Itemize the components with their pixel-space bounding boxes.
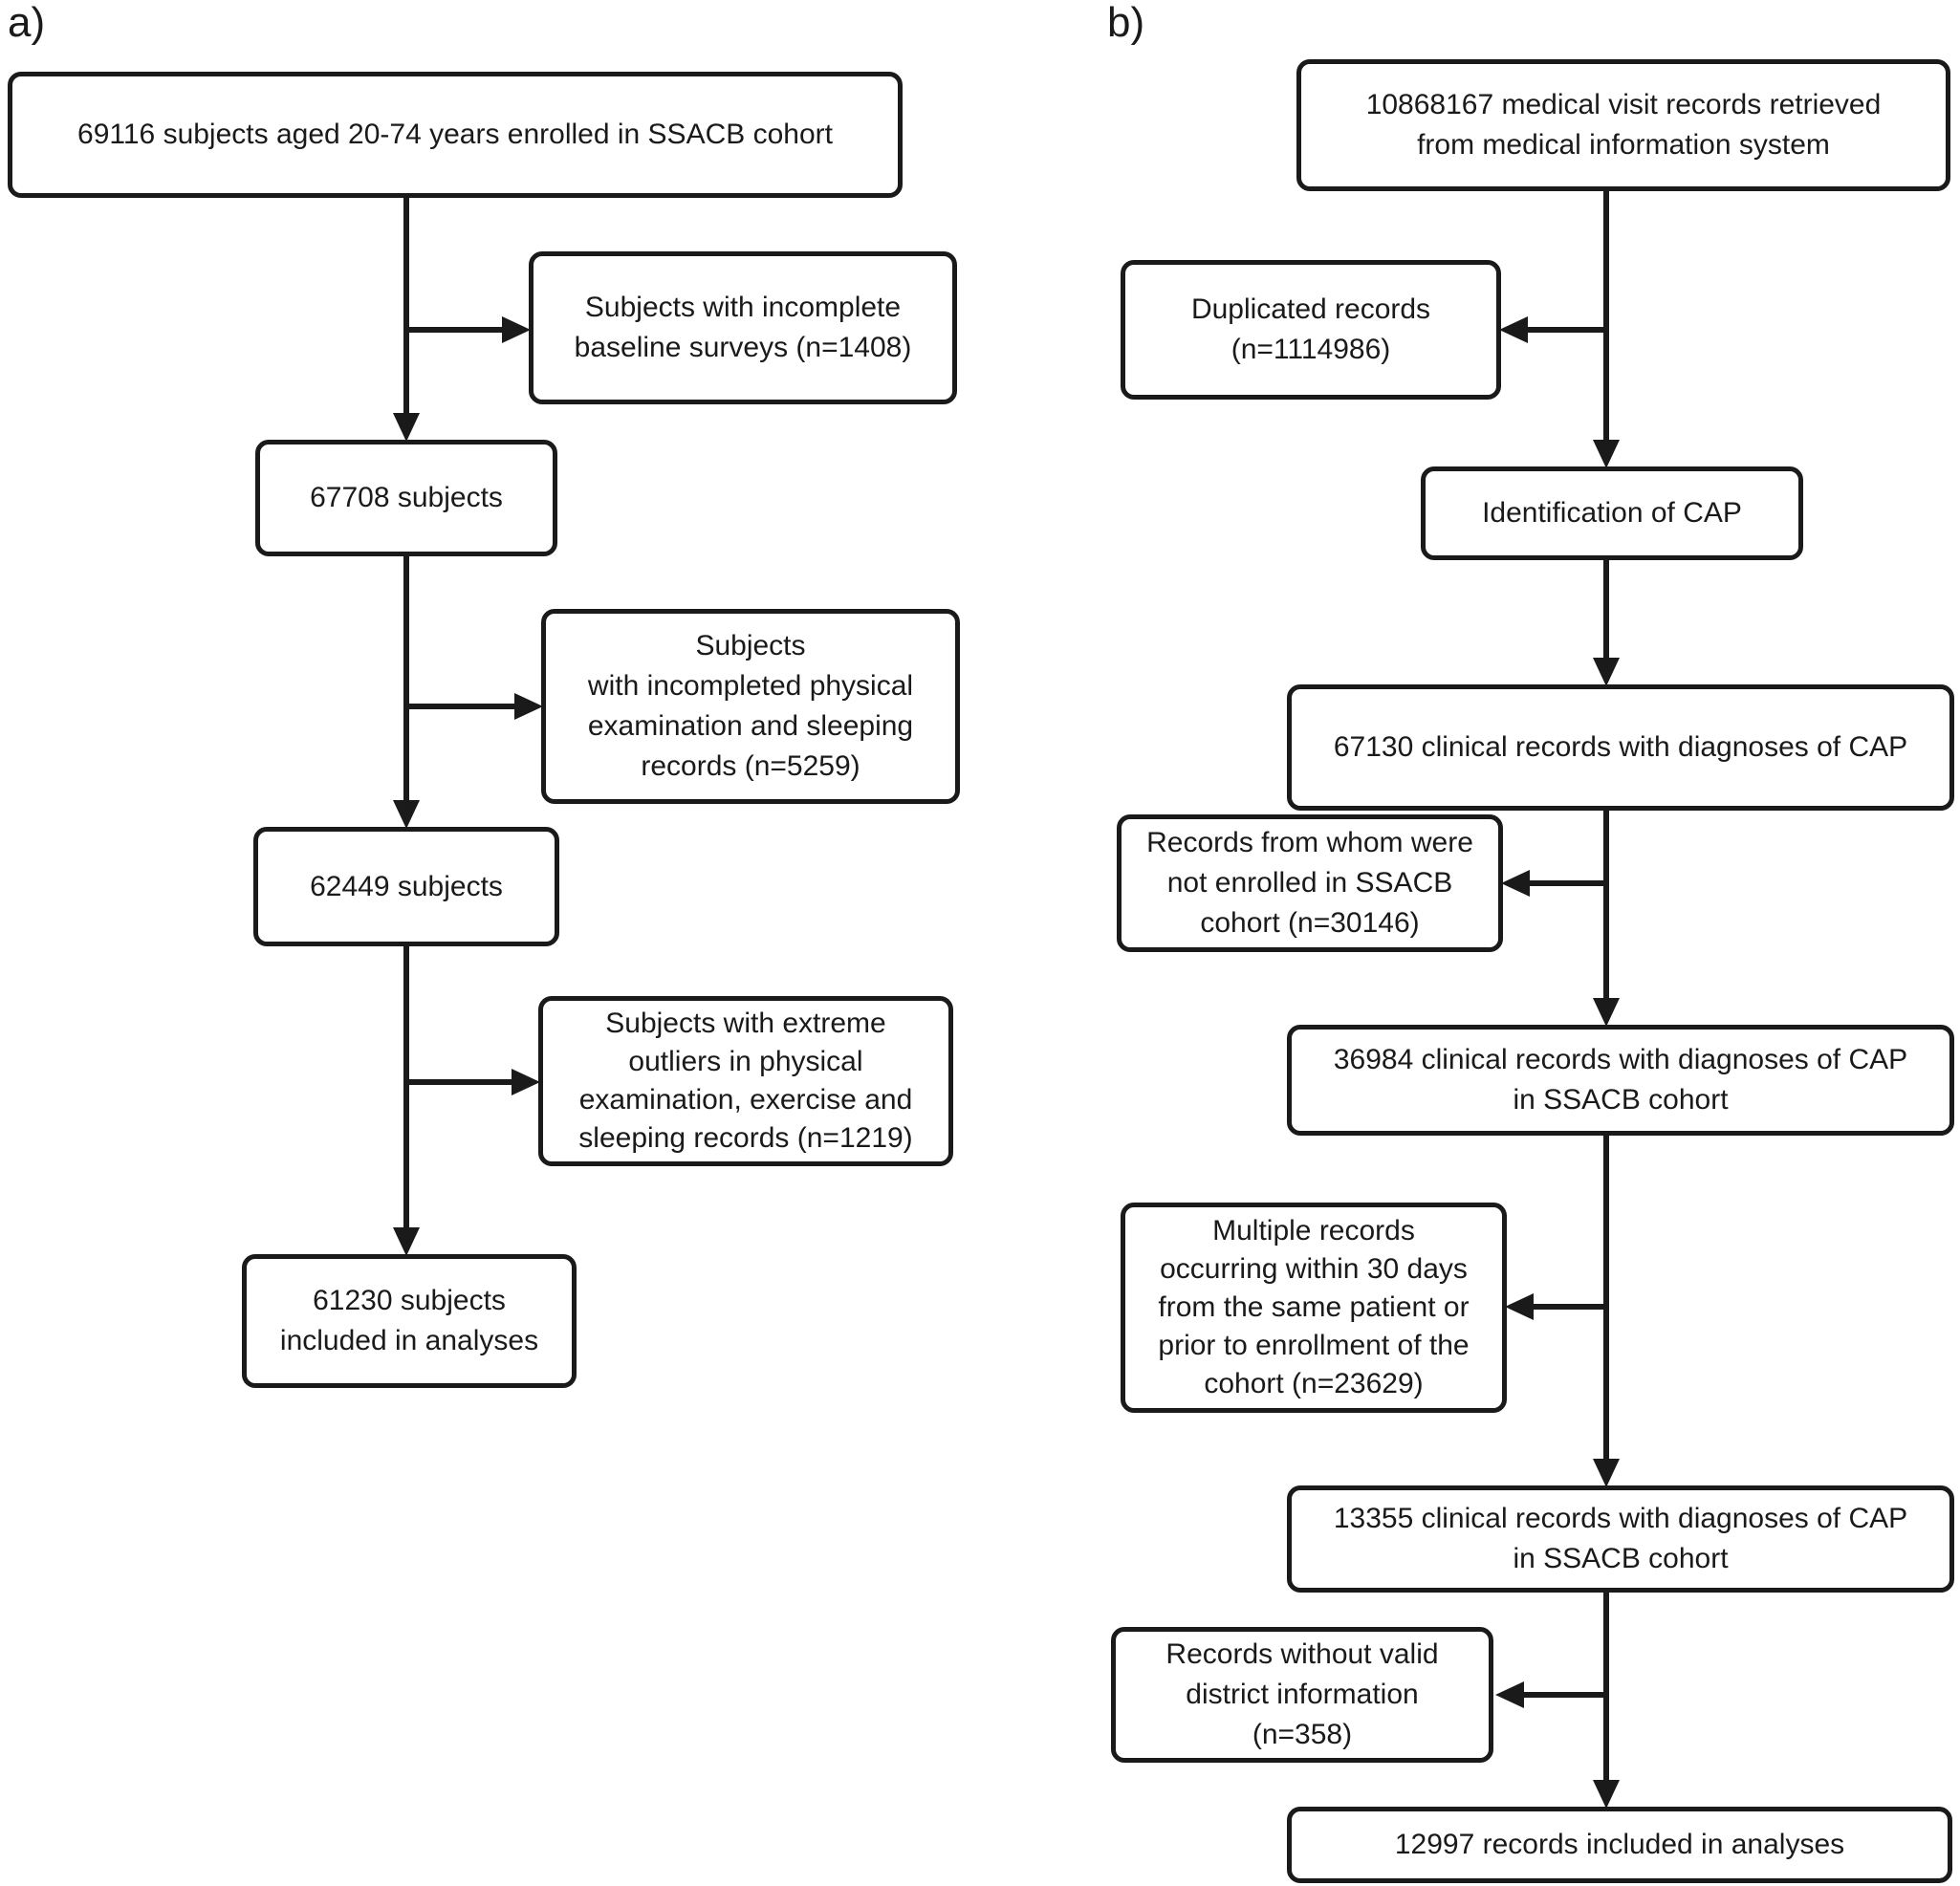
box-b-excl-not-enrolled: Records from whom were not enrolled in S… <box>1117 814 1503 952</box>
box-a-62449-subjects: 62449 subjects <box>253 827 559 946</box>
connector-b-branch-no-district <box>1495 1681 1606 1708</box>
box-b-identification-cap: Identification of CAP <box>1421 466 1803 560</box>
connector-b-67130-to-36984 <box>1593 811 1620 1027</box>
connector-b-branch-not-enrolled <box>1501 870 1606 897</box>
box-b-67130-records: 67130 clinical records with diagnoses of… <box>1287 684 1954 811</box>
box-b-records-included: 12997 records included in analyses <box>1287 1807 1952 1883</box>
box-a-excl-extreme-outliers: Subjects with extreme outliers in physic… <box>538 996 953 1166</box>
connector-a-branch-incompleted-exam <box>406 693 543 720</box>
connector-a-branch-extreme-outliers <box>406 1069 540 1095</box>
box-a-included-analyses: 61230 subjects included in analyses <box>242 1254 577 1388</box>
connector-a-enrolled-to-67708 <box>393 198 420 442</box>
box-a-excl-incompleted-exam: Subjects with incompleted physical exami… <box>541 609 960 804</box>
box-b-36984-records: 36984 clinical records with diagnoses of… <box>1287 1025 1954 1136</box>
connector-a-branch-incomplete-baseline <box>406 316 531 343</box>
box-b-excl-duplicated-records: Duplicated records (n=1114986) <box>1121 260 1501 400</box>
connector-b-36984-to-13355 <box>1593 1136 1620 1487</box>
box-b-excl-multiple-records: Multiple records occurring within 30 day… <box>1121 1203 1507 1413</box>
box-a-enrolled-cohort: 69116 subjects aged 20-74 years enrolled… <box>8 72 903 198</box>
panel-b-label: b) <box>1107 0 1145 46</box>
connector-b-branch-multiple-records <box>1505 1293 1606 1320</box>
connector-b-13355-to-12997 <box>1593 1593 1620 1809</box>
box-b-records-retrieved: 10868167 medical visit records retrieved… <box>1296 59 1950 191</box>
connector-a-67708-to-62449 <box>393 556 420 829</box>
panel-a-label: a) <box>8 0 46 46</box>
connector-b-retrieved-to-identification <box>1593 191 1620 468</box>
box-a-excl-incomplete-baseline: Subjects with incomplete baseline survey… <box>529 251 957 404</box>
connector-b-identification-to-67130 <box>1593 560 1620 686</box>
box-a-67708-subjects: 67708 subjects <box>255 440 557 556</box>
connector-b-branch-duplicated <box>1499 316 1606 343</box>
connector-a-62449-to-61230 <box>393 946 420 1256</box>
box-b-excl-no-district: Records without valid district informati… <box>1111 1627 1493 1763</box>
box-b-13355-records: 13355 clinical records with diagnoses of… <box>1287 1485 1954 1593</box>
